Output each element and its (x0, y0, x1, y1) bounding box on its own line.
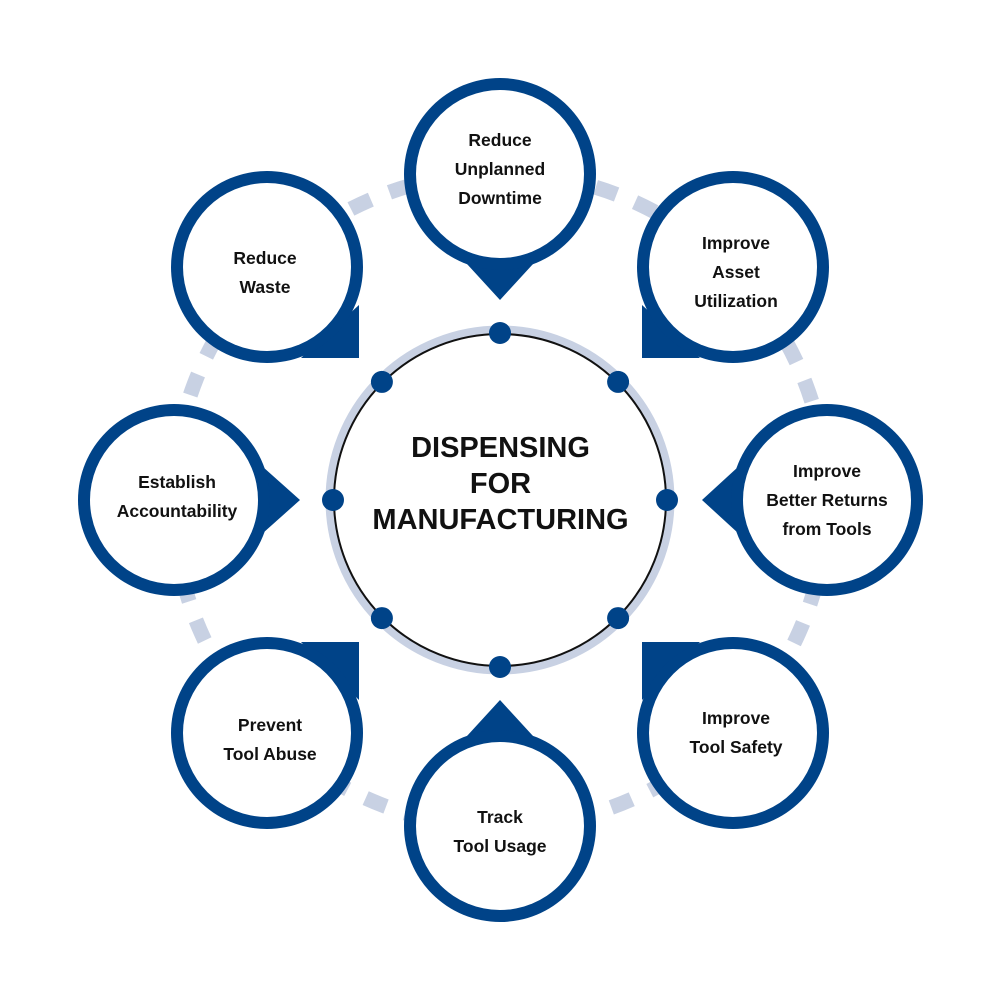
node-label-line: Track (477, 807, 523, 827)
center-ring-dot (489, 322, 511, 344)
node-label-line: Reduce (468, 129, 532, 150)
node-track-tool-usage (404, 700, 596, 922)
center-ring-dot (370, 370, 393, 393)
benefit-nodes (78, 78, 923, 922)
node-inner (649, 649, 817, 817)
center-ring-dot (656, 489, 678, 511)
node-label-line: Tool Usage (453, 836, 547, 856)
center-circle-group (322, 322, 678, 678)
node-label-line: Waste (239, 277, 291, 297)
center-ring-dot (607, 370, 630, 393)
node-prevent-tool-abuse (171, 637, 363, 829)
node-label-line: Prevent (237, 715, 303, 735)
node-label-line: Reduce (233, 248, 297, 268)
center-ring-dot (607, 607, 630, 630)
node-label-line: Improve (701, 232, 771, 253)
node-label-line: Tool Safety (689, 737, 783, 757)
node-label-line: Establish (138, 472, 216, 492)
center-title-line-3: MANUFACTURING (372, 504, 629, 536)
node-label-line: Improve (792, 460, 862, 481)
node-pointer (263, 467, 300, 533)
node-label-line: Tool Abuse (223, 744, 317, 764)
node-reduce-unplanned-downtime (404, 78, 596, 300)
center-title: DISPENSING FOR MANUFACTURING (330, 430, 671, 538)
node-inner (183, 649, 351, 817)
node-label-line: from Tools (782, 518, 872, 539)
node-label-line: Better Returns (766, 489, 888, 510)
node-pointer (467, 264, 533, 300)
node-label-line: Unplanned (454, 158, 546, 179)
node-inner (649, 183, 817, 351)
node-inner (416, 742, 584, 910)
center-ring-dot (370, 607, 393, 630)
node-establish-accountability (78, 404, 300, 596)
node-label-line: Accountability (116, 501, 238, 521)
node-inner (416, 90, 584, 258)
node-inner (743, 416, 911, 584)
center-circle-fill (333, 333, 667, 667)
node-inner (183, 183, 351, 351)
node-label-line: Improve (701, 708, 771, 728)
node-label-line: Downtime (458, 187, 542, 208)
node-inner (90, 416, 258, 584)
node-improve-better-returns (702, 404, 923, 596)
node-improve-tool-safety (637, 637, 829, 829)
node-improve-asset-utilization (637, 171, 829, 363)
node-label-line: Asset (712, 261, 760, 282)
node-label-line: Utilization (694, 290, 778, 311)
center-title-line-1: DISPENSING (411, 432, 590, 464)
node-reduce-waste (171, 171, 363, 363)
node-pointer (702, 467, 738, 533)
center-ring-dot (489, 656, 511, 678)
center-title-line-2: FOR (469, 468, 532, 500)
center-ring-dot (322, 489, 344, 511)
node-pointer (467, 700, 533, 736)
